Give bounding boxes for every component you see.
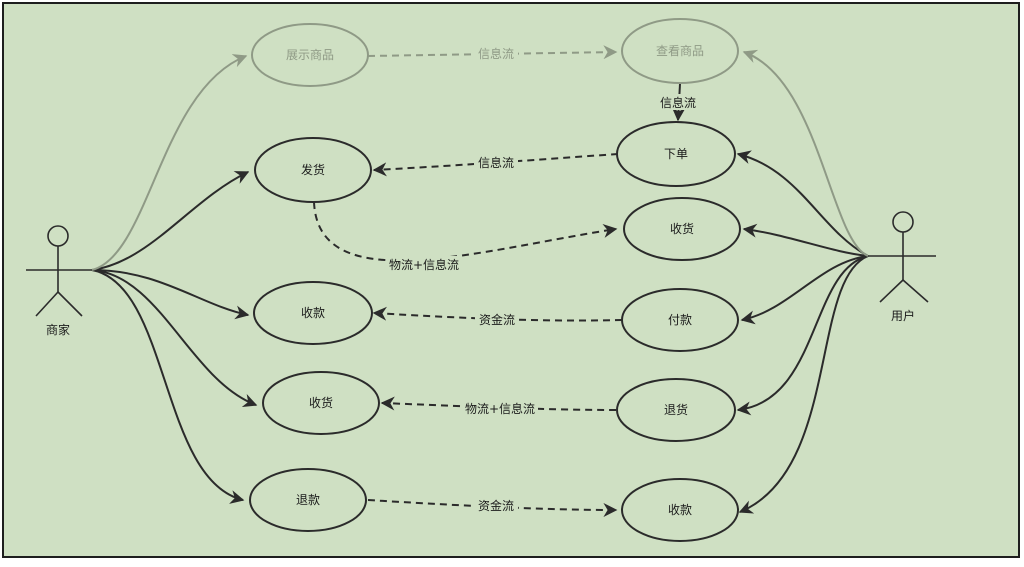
flow-label-ship-receive: 物流+信息流	[389, 257, 459, 272]
usecase-view	[621, 18, 739, 84]
assoc-merchant-refund	[91, 269, 245, 504]
usecase-display	[251, 23, 369, 87]
assoc-user-pay	[740, 255, 869, 325]
usecase-order-label: 下单	[664, 147, 688, 161]
flow-label-bg	[656, 94, 700, 110]
flow-label-display-view: 信息流	[478, 46, 514, 61]
usecase-pay	[621, 288, 739, 352]
left-use-cases: 展示商品 发货 收款 收货 退款	[249, 23, 380, 532]
usecase-ship	[254, 137, 372, 203]
flow-label-bg	[474, 497, 518, 513]
flow-label-bg	[386, 256, 462, 272]
merchant-left-leg	[35, 291, 59, 317]
user-label: 用户	[891, 308, 915, 323]
flow-label-order-ship: 信息流	[478, 155, 514, 170]
user-left-leg	[879, 279, 904, 303]
usecase-receive-goods	[262, 371, 380, 435]
usecase-refund-label: 退款	[296, 493, 320, 507]
usecase-return-goods	[616, 378, 736, 442]
usecase-collect-payment	[253, 281, 373, 345]
flow-label-bg	[462, 400, 538, 416]
merchant-label: 商家	[46, 322, 70, 337]
flow-label-bg	[475, 311, 519, 327]
usecase-display-label: 展示商品	[286, 47, 334, 62]
flow-label-pay-collect: 资金流	[479, 312, 515, 327]
usecase-receive	[623, 197, 741, 261]
flow-return-receive	[380, 396, 617, 411]
usecase-refund-receive-label: 收款	[668, 503, 692, 517]
user-associations	[736, 150, 869, 514]
usecase-return-goods-label: 退货	[664, 402, 688, 417]
assoc-user-refund-receive	[738, 255, 869, 514]
assoc-user-order	[736, 150, 869, 257]
flow-labels: 信息流 信息流 信息流 物流+信息流 资金流 物流+信息流 资金流	[386, 45, 700, 513]
diagram-frame	[2, 2, 1020, 558]
actor-user	[868, 211, 936, 303]
user-right-leg	[902, 279, 929, 303]
assoc-merchant-receive	[91, 269, 258, 408]
right-use-cases: 查看商品 下单 收货 付款 退货 收款	[616, 18, 741, 542]
actor-merchant	[26, 225, 92, 317]
usecase-order	[616, 121, 736, 187]
flow-label-bg	[474, 45, 518, 61]
flow-label-bg	[474, 154, 518, 170]
usecase-refund	[249, 468, 367, 532]
usecase-collect-payment-label: 收款	[301, 306, 325, 320]
assoc-merchant-collect	[91, 269, 250, 320]
usecase-pay-label: 付款	[668, 313, 692, 327]
usecase-ship-label: 发货	[301, 162, 325, 177]
flow-label-return-receive: 物流+信息流	[465, 401, 535, 416]
assoc-user-return	[736, 255, 869, 416]
merchant-head	[47, 225, 69, 247]
assoc-user-receive	[742, 223, 869, 257]
usecase-view-label: 查看商品	[656, 43, 704, 58]
assoc-merchant-display	[91, 54, 248, 271]
merchant-associations	[91, 171, 258, 504]
user-head	[892, 211, 914, 233]
assoc-merchant-ship	[91, 171, 250, 271]
merchant-right-leg	[57, 291, 83, 317]
usecase-receive-label: 收货	[670, 221, 694, 236]
flow-label-view-order: 信息流	[660, 95, 696, 110]
usecase-receive-goods-label: 收货	[309, 395, 333, 410]
assoc-user-view	[742, 49, 869, 257]
flow-label-refund-receive: 资金流	[478, 498, 514, 513]
usecase-refund-receive	[621, 478, 739, 542]
